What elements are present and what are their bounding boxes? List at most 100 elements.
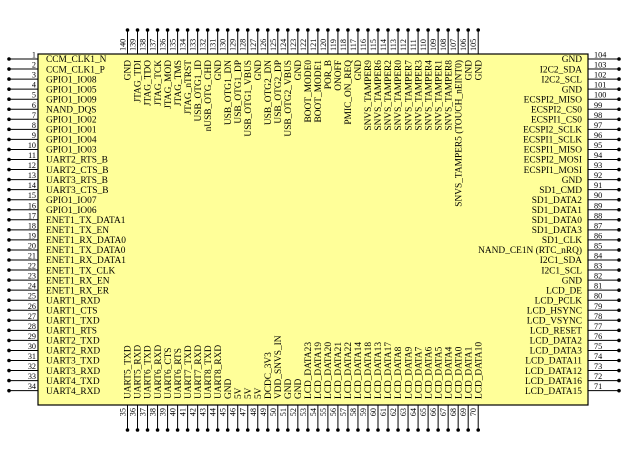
pin-number: 99 (594, 101, 602, 110)
pin-end-dot (145, 28, 150, 32)
pin-label: ONOFF (334, 60, 344, 91)
pin-label: UART8_RXD (214, 345, 224, 399)
pin-number: 3 (32, 71, 36, 80)
pin-label: UART2_CTS_B (46, 166, 108, 176)
pin-end-dot (7, 258, 11, 262)
pin-end-dot (195, 428, 200, 432)
pin-end-dot (386, 28, 390, 32)
pin-label: SNVS_TAMPER6 (374, 60, 384, 131)
pin-number: 112 (399, 39, 408, 51)
pin-number: 12 (28, 161, 36, 170)
pin-end-dot (286, 28, 290, 32)
pin-end-dot (7, 228, 11, 232)
pin-number: 122 (299, 39, 308, 51)
pin-label: LCD_DATA1 (464, 346, 474, 399)
module-body (37, 53, 589, 406)
pin-number: 106 (459, 39, 468, 51)
pin-number: 17 (28, 211, 36, 220)
pin-label: ECSPI1_CS0 (531, 116, 582, 126)
pin-end-dot (617, 348, 621, 353)
pin-end-dot (155, 428, 160, 432)
pin-end-dot (617, 258, 621, 262)
pin-number: 77 (594, 322, 602, 331)
pin-number: 72 (594, 372, 602, 381)
pin-number: 43 (199, 408, 208, 416)
pin-label: SNVS_TAMPER7 (404, 60, 414, 131)
pin-number: 45 (219, 408, 228, 416)
pin-label: BOOT_MODE0 (304, 60, 314, 123)
pin-end-dot (205, 28, 210, 32)
pin-number: 107 (449, 39, 458, 51)
pin-label: ECSPI2_CS0 (531, 105, 582, 115)
pin-end-dot (426, 28, 430, 32)
pin-label: USB_OTG2_VBUS (284, 60, 294, 137)
pin-end-dot (617, 298, 621, 303)
pin-end-dot (7, 177, 11, 182)
pin-label: GND (562, 276, 583, 286)
pin-number: 101 (594, 81, 606, 90)
pin-number: 117 (349, 39, 358, 51)
pin-number: 102 (594, 71, 606, 80)
pin-label: JTAG_TDI (134, 60, 144, 102)
pin-label: LCD_DATA18 (364, 342, 374, 399)
pin-end-dot (366, 28, 370, 32)
pin-end-dot (617, 57, 621, 61)
pin-end-dot (617, 187, 621, 192)
pin-end-dot (7, 308, 11, 313)
pin-number: 134 (179, 39, 188, 51)
pin-number: 20 (28, 241, 36, 250)
pin-label: SNVS_TAMPER1 (434, 60, 444, 131)
pin-end-dot (336, 28, 340, 32)
pin-number: 42 (189, 408, 198, 416)
pin-end-dot (617, 308, 621, 313)
pin-end-dot (7, 298, 11, 303)
pin-end-dot (7, 328, 11, 333)
pin-label: VDD_SNVS_IN (274, 335, 284, 399)
pin-end-dot (617, 228, 621, 232)
pin-number: 114 (379, 39, 388, 51)
pin-label: LCD_DATA19 (314, 342, 324, 399)
pin-label: LCD_DATA4 (444, 346, 454, 399)
pin-end-dot (617, 117, 621, 122)
pin-label: NAND_DQS (46, 105, 97, 115)
pin-label: GND (562, 176, 583, 186)
pin-number: 50 (269, 408, 278, 416)
pin-label: ENET1_TX_CLK (46, 266, 115, 276)
pin-end-dot (7, 187, 11, 192)
pin-number: 93 (594, 161, 602, 170)
pin-label: UART5_RXD (134, 345, 144, 399)
pin-label: ENET1_RX_DATA1 (46, 256, 126, 266)
pin-label: UART6_TXD (144, 345, 154, 399)
pin-end-dot (7, 348, 11, 353)
pin-label: USB_OTG1_DN (224, 60, 234, 125)
pin-end-dot (396, 428, 400, 432)
pin-number: 116 (359, 39, 368, 51)
pin-number: 100 (594, 91, 606, 100)
pin-label: UART2_TXD (46, 337, 100, 347)
pin-label: LCD_DATA0 (454, 346, 464, 399)
pin-label: USB_OTG2_DP (274, 60, 284, 124)
pin-label: GND (474, 60, 484, 81)
pin-end-dot (617, 238, 621, 242)
pin-number: 91 (594, 181, 602, 190)
pin-label: LCD_DATA8 (394, 346, 404, 399)
pin-number: 19 (28, 231, 36, 240)
pin-number: 124 (279, 39, 288, 51)
pin-label: PMIC_ON_REQ (344, 60, 354, 125)
pin-number: 49 (259, 408, 268, 416)
pin-label: USB_OTG1_DP (234, 60, 244, 124)
pin-end-dot (617, 268, 621, 272)
pin-label: GPIO1_IO08 (46, 75, 97, 85)
pin-end-dot (7, 77, 11, 81)
pin-label: UART3_TXD (46, 357, 100, 367)
pin-end-dot (396, 28, 400, 32)
pin-number: 36 (129, 408, 138, 416)
pin-label: LCD_DATA6 (424, 346, 434, 399)
pin-label: ENET1_TX_DATA0 (46, 246, 126, 256)
pin-number: 118 (339, 39, 348, 51)
pin-label: SD1_CLK (542, 236, 582, 246)
pin-end-dot (306, 428, 310, 432)
pin-end-dot (617, 167, 621, 172)
pin-end-dot (215, 428, 220, 432)
pin-end-dot (617, 368, 621, 373)
